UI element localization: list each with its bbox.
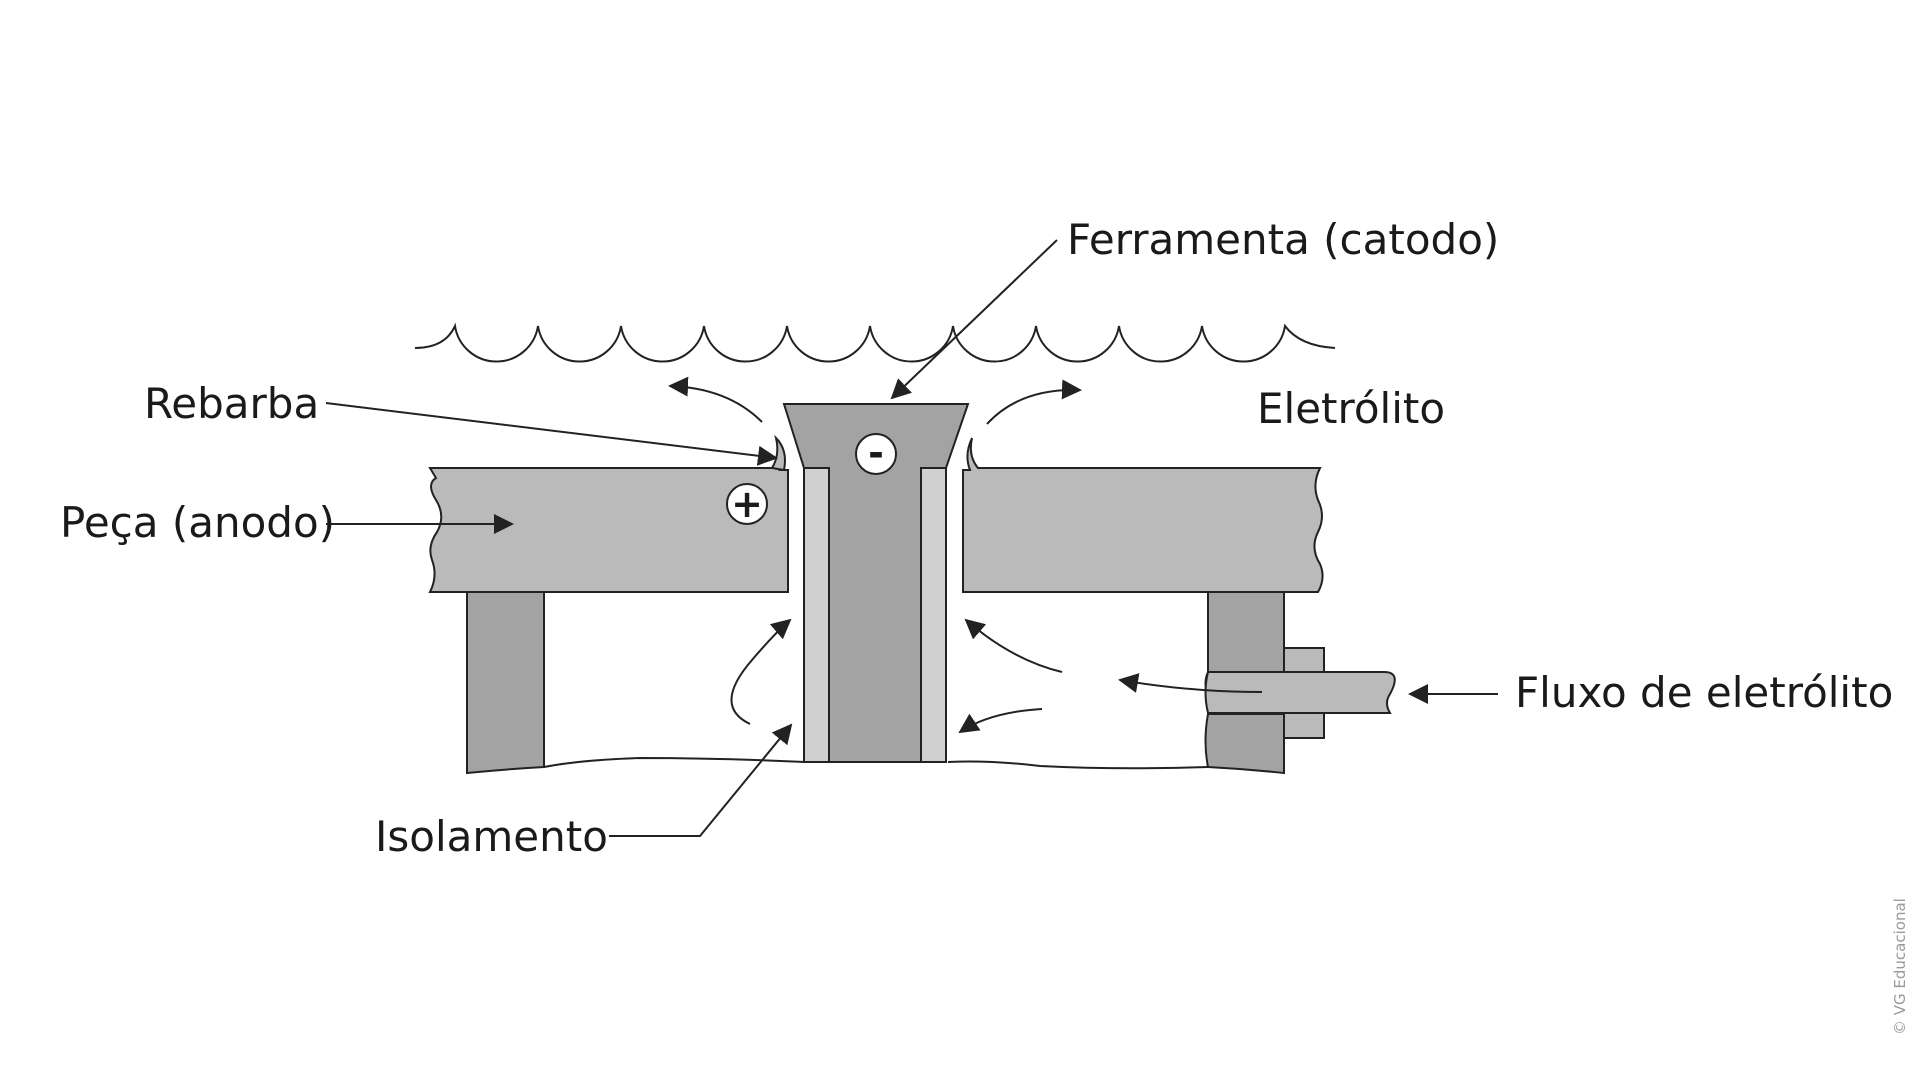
electrolyte-surface — [414, 322, 1336, 363]
anode-sign: + — [726, 482, 768, 526]
flow-arrow-right-upper — [964, 618, 1063, 673]
flow-arrow-right-lower — [958, 708, 1043, 734]
flow-arrow-inlet — [1118, 673, 1263, 693]
anode-sign-label: + — [731, 482, 763, 526]
copyright-credit: © VG Educacional — [1891, 898, 1909, 1035]
base-line — [543, 756, 1209, 770]
insulation-left — [803, 467, 830, 763]
inlet-pipe — [1204, 671, 1396, 714]
tool-cathode — [782, 403, 970, 763]
label-isolamento: Isolamento — [375, 812, 608, 861]
leader-ferramenta — [890, 239, 1058, 400]
right-support-lower — [1204, 713, 1285, 775]
workpiece-right — [962, 437, 1324, 593]
leader-isolamento — [609, 723, 793, 837]
label-fluxo: Fluxo de eletrólito — [1515, 668, 1893, 717]
label-ferramenta: Ferramenta (catodo) — [1067, 215, 1499, 264]
label-eletrolito: Eletrólito — [1257, 384, 1445, 433]
insulation-right — [920, 467, 947, 763]
label-peca: Peça (anodo) — [60, 498, 335, 547]
flow-arrow-left-gap — [730, 618, 792, 725]
burr-left — [770, 434, 786, 472]
flow-arrow-top-left — [668, 376, 763, 423]
cathode-sign-label: - — [868, 431, 884, 475]
leader-rebarba — [325, 402, 778, 466]
label-rebarba: Rebarba — [144, 379, 319, 428]
flow-arrow-top-right — [986, 379, 1082, 425]
left-support — [466, 591, 545, 775]
cathode-sign: - — [855, 431, 897, 475]
